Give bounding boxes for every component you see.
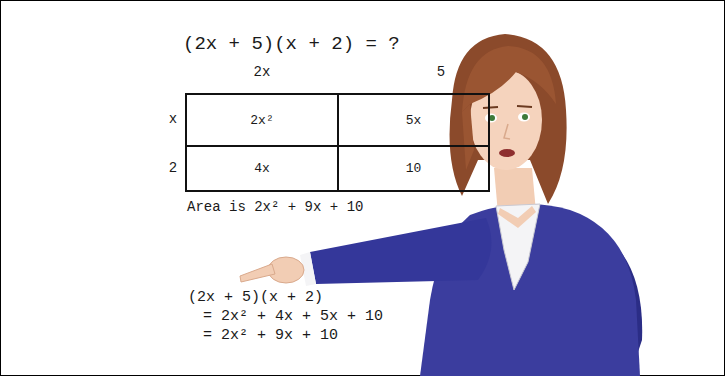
pointing-arm [310, 218, 491, 284]
side-length: x [169, 112, 177, 127]
expansion-step: = 2x² + 9x + 10 [203, 328, 338, 345]
iris [522, 114, 528, 120]
area-note: Area is 2x² + 9x + 10 [187, 200, 363, 215]
mouth [499, 149, 515, 157]
brow [483, 107, 498, 108]
area-cell: 10 [337, 145, 490, 192]
eye [485, 114, 497, 123]
hair-lock [462, 104, 474, 170]
area-cell: 4x [185, 145, 339, 192]
bangs [462, 46, 556, 112]
neckline [498, 206, 536, 228]
cell-term: 4x [254, 161, 270, 176]
nose [504, 124, 510, 139]
eye [518, 113, 530, 122]
hair [450, 34, 567, 204]
cell-term: 5x [406, 113, 422, 128]
area-cell: 2x² [185, 93, 339, 147]
cell-term: 2x² [250, 113, 273, 128]
brow [517, 106, 532, 107]
cell-term: 10 [406, 161, 422, 176]
side-length: 2 [169, 161, 177, 176]
area-cell: 5x [337, 93, 490, 147]
expansion-step: (2x + 5)(x + 2) [188, 290, 323, 307]
expansion-step: = 2x² + 4x + 5x + 10 [203, 309, 383, 326]
shirt [496, 204, 540, 290]
finger [240, 264, 275, 282]
side-length: 2x [254, 65, 271, 80]
side-length: 5 [437, 65, 445, 80]
problem-title: (2x + 5)(x + 2) = ? [183, 34, 400, 55]
